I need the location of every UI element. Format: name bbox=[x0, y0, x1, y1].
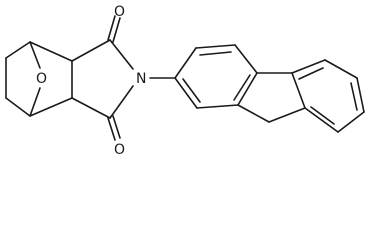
aromatic-bond bbox=[233, 74, 251, 101]
bond bbox=[109, 39, 134, 70]
bond bbox=[5, 41, 31, 59]
aromatic-bond bbox=[310, 106, 335, 125]
aromatic-bond bbox=[199, 51, 232, 56]
bond bbox=[174, 47, 197, 79]
bridge-oxygen-label: O bbox=[36, 71, 47, 87]
double-bond bbox=[107, 15, 116, 41]
double-bond bbox=[112, 115, 121, 139]
bond bbox=[5, 97, 31, 117]
fluorene-five-ring bbox=[237, 72, 306, 123]
aromatic-bond bbox=[182, 78, 201, 103]
bond bbox=[71, 39, 111, 62]
bond bbox=[291, 59, 326, 74]
bond bbox=[268, 107, 306, 123]
bond bbox=[291, 72, 306, 109]
aromatic-bond bbox=[350, 82, 358, 111]
bond bbox=[337, 111, 365, 133]
bond bbox=[304, 107, 339, 133]
bond bbox=[324, 59, 358, 79]
bond bbox=[29, 41, 73, 62]
carbonyl-oxygen-bottom-label: O bbox=[114, 142, 125, 158]
bond bbox=[195, 44, 236, 49]
imide-nitrogen-label: N bbox=[136, 71, 146, 87]
bond bbox=[356, 77, 365, 113]
chemical-structure-diagram: O N O O bbox=[5, 4, 365, 158]
imide-ring bbox=[71, 15, 134, 141]
oxanorbornane-ring bbox=[5, 41, 73, 117]
carbonyl-oxygen-top-label: O bbox=[114, 4, 125, 20]
bond bbox=[109, 85, 134, 119]
bond bbox=[29, 87, 41, 117]
bond bbox=[29, 97, 73, 117]
bond bbox=[234, 44, 258, 74]
structure-canvas: O N O O bbox=[5, 4, 365, 158]
bond bbox=[174, 77, 198, 109]
bond bbox=[29, 41, 41, 69]
bond bbox=[196, 104, 239, 109]
bond bbox=[237, 72, 258, 106]
fluorene-left-ring bbox=[174, 44, 258, 109]
fluorene-right-ring bbox=[291, 59, 365, 133]
double-bond bbox=[112, 17, 121, 43]
bond bbox=[237, 104, 270, 123]
bond bbox=[71, 97, 111, 119]
double-bond bbox=[107, 117, 116, 141]
aromatic-bond bbox=[298, 67, 324, 80]
